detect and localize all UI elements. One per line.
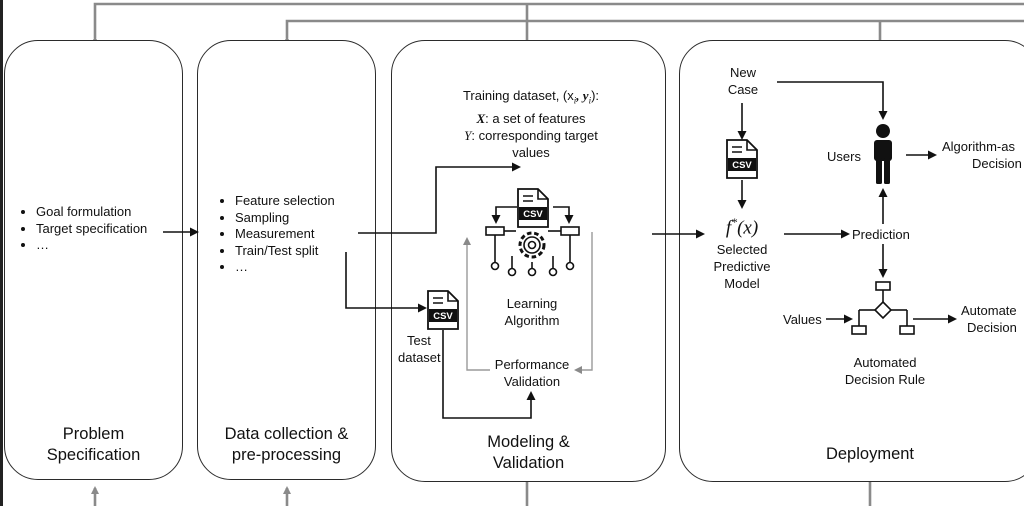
label-line: Selected — [716, 242, 768, 257]
automated-decision-output-label: Automate Decision — [960, 302, 1024, 336]
title-line: pre-processing — [231, 446, 342, 464]
x-description-line: X: a set of features — [426, 110, 636, 127]
panel-modeling-validation — [391, 40, 666, 482]
training-dataset-caption: Training dataset, (xi, yi): X: a set of … — [426, 87, 636, 161]
title-line: Problem — [62, 425, 125, 443]
label-line: Model — [724, 276, 760, 291]
loop-arrow-up — [463, 237, 490, 371]
bullet-item: Goal formulation — [36, 204, 147, 221]
training-caption-line: Training dataset, (xi, yi): — [426, 87, 636, 110]
label-line: Decision — [967, 320, 1017, 335]
title-line: Specification — [46, 446, 141, 464]
users-label: Users — [827, 149, 861, 164]
title-line: Data collection & — [224, 425, 349, 443]
bullet-item: Train/Test split — [235, 243, 335, 260]
arrow-data-to-test — [345, 252, 427, 313]
label-line: Performance — [494, 357, 570, 372]
x-description: : a set of features — [485, 110, 586, 126]
csv-label: CSV — [433, 311, 453, 322]
decision-rule-icon — [851, 281, 915, 335]
label-line: Automated — [853, 355, 917, 370]
top-feedback-line-1 — [91, 2, 1024, 44]
selected-model-label: Selected Predictive Model — [700, 241, 784, 292]
formula-arg: (x) — [737, 217, 759, 239]
f-star-formula: f*(x) — [704, 210, 780, 240]
deployment-title: Deployment — [825, 445, 915, 463]
test-dataset-label: Test dataset — [398, 332, 448, 366]
training-caption-mid: , y — [576, 88, 589, 103]
training-caption-start: Training dataset, (x — [462, 88, 574, 103]
label-line: Test — [407, 333, 431, 348]
modeling-title: Modeling & Validation — [391, 432, 666, 474]
bullet-item: Measurement — [235, 226, 335, 243]
csv-label: CSV — [732, 160, 752, 171]
y-description-line2: values — [512, 144, 550, 160]
formula-star: * — [731, 215, 738, 229]
learning-algorithm-label: Learning Algorithm — [482, 295, 582, 329]
formula-f: f — [725, 217, 732, 239]
loop-arrow-back — [574, 232, 593, 374]
label-line: Learning — [506, 296, 558, 311]
label-line: Validation — [503, 374, 561, 389]
label-line: Algorithm-as — [942, 139, 1015, 154]
label-line: New — [729, 65, 756, 80]
panel-deployment — [679, 40, 1024, 482]
training-csv-icon: CSV — [517, 188, 549, 228]
bullet-item: Feature selection — [235, 193, 335, 210]
training-caption-sub: i — [573, 95, 577, 106]
performance-validation-label: Performance Validation — [482, 356, 582, 390]
learning-algorithm-icon — [485, 206, 580, 277]
arrow-newcase-to-users — [777, 81, 888, 120]
left-edge-bar — [0, 0, 3, 506]
newcase-csv-icon: CSV — [726, 139, 758, 179]
values-label: Values — [783, 312, 822, 327]
label-line: Predictive — [713, 259, 771, 274]
data-title: Data collection & pre-processing — [197, 424, 376, 466]
label-line: Case — [727, 82, 759, 97]
arrow-data-to-training — [358, 162, 521, 234]
user-icon — [874, 124, 892, 184]
data-bullet-list: Feature selection Sampling Measurement T… — [219, 193, 335, 276]
label-line: Decision Rule — [844, 372, 926, 387]
label-line: Algorithm — [504, 313, 560, 328]
label-line: Automate — [961, 303, 1017, 318]
x-symbol: X — [476, 110, 486, 126]
bullet-item: Target specification — [36, 221, 147, 238]
title-line: Validation — [492, 454, 565, 472]
bullet-item: … — [235, 259, 335, 276]
new-case-label: New Case — [716, 64, 770, 98]
bullet-item: … — [36, 237, 147, 254]
y-symbol: Y — [464, 127, 472, 143]
y-description-line: Y: corresponding target — [426, 127, 636, 144]
automated-decision-rule-label: Automated Decision Rule — [830, 354, 940, 388]
problem-bullet-list: Goal formulation Target specification … — [20, 204, 147, 254]
csv-label: CSV — [523, 209, 543, 220]
training-caption-sub: i — [588, 95, 592, 106]
training-caption-end: ): — [591, 88, 600, 103]
test-csv-icon: CSV — [427, 290, 459, 330]
prediction-label: Prediction — [852, 227, 910, 242]
y-description: : corresponding target — [471, 127, 598, 143]
bullet-item: Sampling — [235, 210, 335, 227]
label-line: dataset — [398, 350, 441, 365]
label-line: Decision — [972, 156, 1022, 171]
top-feedback-line-2 — [283, 19, 1024, 44]
title-line: Modeling & — [487, 433, 570, 451]
algorithm-decision-label: Algorithm-as Decision — [942, 138, 1024, 172]
problem-title: Problem Specification — [4, 424, 183, 466]
arrow-test-to-performance — [442, 330, 536, 419]
panel-problem-specification — [4, 40, 183, 480]
